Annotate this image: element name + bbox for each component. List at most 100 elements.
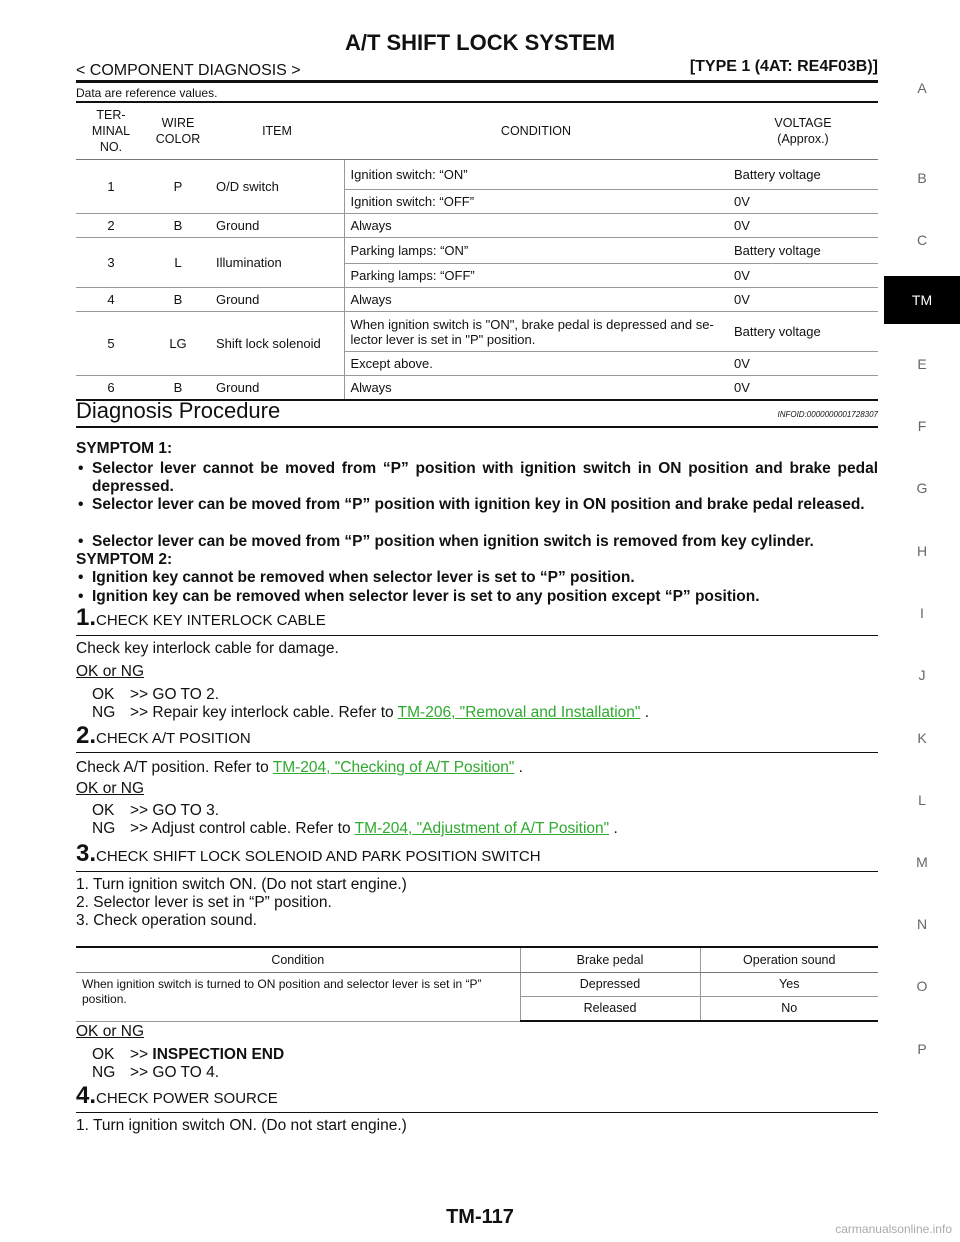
- ng-label: NG: [92, 820, 116, 837]
- side-index-f[interactable]: F: [917, 418, 927, 434]
- ok-text: >> GO TO 2.: [130, 686, 220, 703]
- ng-result: NG>> GO TO 4.: [92, 1064, 219, 1082]
- col-wire-color: WIRE COLOR: [146, 101, 210, 160]
- side-index-h[interactable]: H: [916, 543, 928, 559]
- col-terminal: TER- MINAL NO.: [76, 101, 146, 160]
- side-index-j[interactable]: J: [918, 667, 926, 683]
- condition: Ignition switch: “ON”: [343, 159, 728, 190]
- step-body-text: Check A/T position. Refer to: [76, 759, 269, 776]
- side-index-e[interactable]: E: [917, 356, 927, 372]
- terminal-no: 3: [76, 237, 146, 288]
- item: O/D switch: [210, 159, 344, 214]
- symptom-text: Selector lever can be moved from “P” pos…: [92, 496, 865, 513]
- reference-link[interactable]: TM-204, "Checking of A/T Position": [272, 759, 515, 776]
- side-index-m[interactable]: M: [916, 854, 928, 870]
- condition: Parking lamps: “ON”: [343, 237, 728, 264]
- ng-end: .: [644, 704, 650, 721]
- step-3-heading: 3.CHECK SHIFT LOCK SOLENOID AND PARK POS…: [76, 840, 541, 868]
- reference-note: Data are reference values.: [76, 86, 218, 100]
- ng-end: .: [613, 820, 618, 837]
- step-divider: [76, 1112, 878, 1113]
- operation-sound: Yes: [699, 972, 878, 997]
- table-row: 1 P O/D switch Ignition switch: “ON” Bat…: [76, 159, 878, 214]
- side-index-tm-active[interactable]: TM: [884, 276, 960, 324]
- ok-or-ng: OK or NG: [76, 663, 145, 680]
- condition: Ignition switch: “OFF”: [343, 189, 728, 214]
- info-id: INFOID:0000000001728307: [777, 410, 878, 419]
- table-row: Ignition switch: “OFF” 0V: [76, 189, 878, 214]
- col-voltage: VOLTAGE (Approx.): [728, 101, 878, 160]
- table-row: Except above. 0V: [76, 351, 878, 376]
- ng-text: >> Repair key interlock cable. Refer to: [130, 704, 394, 721]
- condition: Always: [343, 375, 728, 401]
- ng-label: NG: [92, 704, 116, 721]
- side-index-l[interactable]: L: [918, 792, 926, 808]
- side-index-i[interactable]: I: [920, 605, 924, 621]
- table-row: Parking lamps: “OFF” 0V: [76, 263, 878, 288]
- ok-label: OK: [92, 1046, 115, 1063]
- list-item: •Selector lever can be moved from “P” po…: [76, 533, 878, 551]
- step-title: CHECK KEY INTERLOCK CABLE: [96, 612, 326, 629]
- reference-link[interactable]: TM-206, "Removal and Installation": [397, 704, 641, 721]
- instruction-line: 1. Turn ignition switch ON. (Do not star…: [76, 1117, 407, 1134]
- voltage: Battery voltage: [728, 159, 878, 190]
- table-row: Released No: [76, 996, 878, 1022]
- table-row: 3 L Illumination Parking lamps: “ON” Bat…: [76, 237, 878, 288]
- ok-text: INSPECTION END: [152, 1046, 285, 1063]
- side-index-k[interactable]: K: [917, 730, 927, 746]
- ok-text: >> GO TO 3.: [130, 802, 220, 819]
- ok-prefix: >>: [130, 1046, 149, 1063]
- symptom-1-heading: SYMPTOM 1:: [76, 440, 173, 457]
- wire-color: L: [146, 237, 210, 288]
- terminal-no: 2: [76, 213, 146, 238]
- step-title: CHECK SHIFT LOCK SOLENOID AND PARK POSIT…: [96, 848, 541, 865]
- breadcrumb: < COMPONENT DIAGNOSIS >: [76, 62, 301, 79]
- terminal-no: 4: [76, 287, 146, 312]
- col-condition: Condition: [76, 946, 520, 973]
- condition: Except above.: [343, 351, 728, 376]
- side-index-c[interactable]: C: [916, 232, 928, 248]
- side-index-b[interactable]: B: [917, 170, 927, 186]
- side-index-a[interactable]: A: [917, 80, 927, 96]
- item: Ground: [210, 287, 344, 312]
- side-index-p[interactable]: P: [917, 1041, 927, 1057]
- ok-label: OK: [92, 686, 115, 703]
- col-item: ITEM: [210, 101, 344, 160]
- wire-color: B: [146, 375, 210, 401]
- operation-sound-table: Condition Brake pedal Operation sound Wh…: [76, 946, 878, 1022]
- step-number: 1.: [76, 604, 97, 631]
- item: Illumination: [210, 237, 344, 288]
- col-brake-pedal: Brake pedal: [519, 946, 700, 973]
- voltage: 0V: [728, 375, 878, 401]
- side-index-n[interactable]: N: [916, 916, 928, 932]
- condition: When ignition switch is "ON", brake peda…: [343, 311, 728, 352]
- ng-text: >> GO TO 4.: [130, 1064, 220, 1081]
- step-divider: [76, 752, 878, 753]
- terminal-table: TER- MINAL NO. WIRE COLOR ITEM CONDITION…: [76, 101, 878, 401]
- item: Shift lock solenoid: [210, 311, 344, 376]
- symptom-text: Selector lever cannot be moved from “P” …: [92, 460, 878, 495]
- ng-text: >> Adjust control cable. Refer to: [130, 820, 351, 837]
- table-row: When ignition switch is turned to ON pos…: [76, 972, 878, 1022]
- voltage: 0V: [728, 189, 878, 214]
- table-row: 4 B Ground Always 0V: [76, 287, 878, 312]
- side-index-o[interactable]: O: [916, 978, 928, 994]
- step-title: CHECK A/T POSITION: [96, 730, 251, 747]
- col-operation-sound: Operation sound: [699, 946, 878, 973]
- symptom-text: Ignition key cannot be removed when sele…: [92, 569, 635, 586]
- table-row: 5 LG Shift lock solenoid When ignition s…: [76, 311, 878, 376]
- ng-result: NG >> Adjust control cable. Refer to TM-2…: [92, 820, 618, 838]
- section-title: Diagnosis Procedure: [76, 398, 281, 423]
- condition: Always: [343, 213, 728, 238]
- item: Ground: [210, 375, 344, 401]
- page-title: A/T SHIFT LOCK SYSTEM: [344, 30, 616, 55]
- condition: When ignition switch is turned to ON pos…: [76, 972, 520, 1022]
- step-1-heading: 1.CHECK KEY INTERLOCK CABLE: [76, 604, 326, 632]
- side-index-g[interactable]: G: [916, 480, 928, 496]
- ok-or-ng: OK or NG: [76, 780, 145, 797]
- wire-color: B: [146, 287, 210, 312]
- ok-result: OK>> GO TO 3.: [92, 802, 219, 820]
- step-title: CHECK POWER SOURCE: [96, 1090, 278, 1107]
- reference-link[interactable]: TM-204, "Adjustment of A/T Position": [354, 820, 610, 837]
- step-2-heading: 2.CHECK A/T POSITION: [76, 722, 251, 750]
